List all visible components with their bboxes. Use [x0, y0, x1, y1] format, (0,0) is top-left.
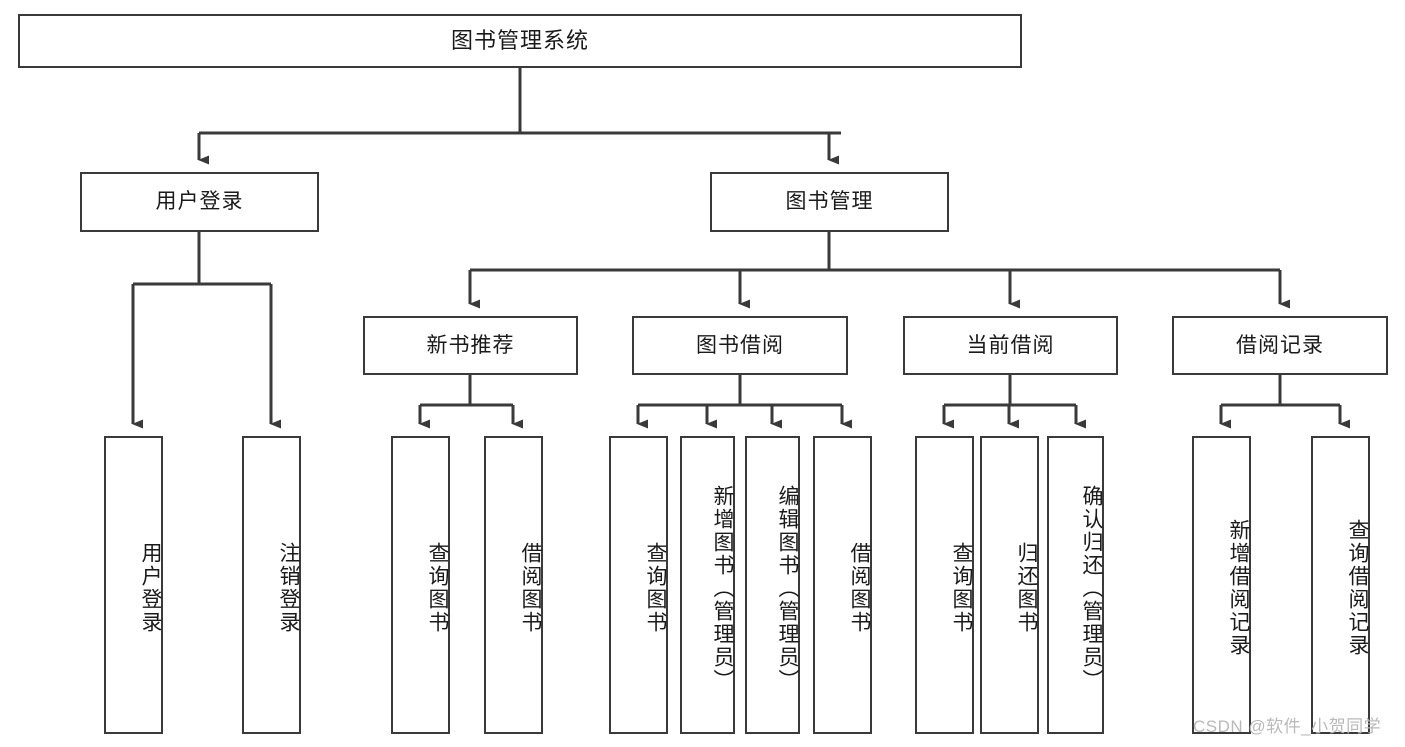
leaf-new-book-borrow-books[interactable]: 借阅图书: [484, 436, 543, 734]
leaf-current-borrow-return-books[interactable]: 归还图书: [980, 436, 1039, 734]
node-book-management-system[interactable]: 图书管理系统: [18, 14, 1022, 68]
node-label: 图书管理系统: [450, 27, 589, 53]
leaf-book-borrow-add-book-admin[interactable]: 新增图书（管理员）: [680, 436, 735, 734]
node-user-login[interactable]: 用户登录: [80, 172, 319, 232]
leaf-borrow-records-query-record[interactable]: 查询借阅记录: [1311, 436, 1370, 734]
node-label: 当前借阅: [966, 333, 1055, 357]
leaf-book-borrow-query-books[interactable]: 查询图书: [609, 436, 668, 734]
node-label: 查询图书: [644, 542, 667, 634]
leaf-current-borrow-query-books[interactable]: 查询图书: [915, 436, 974, 734]
node-label: 图书管理: [785, 190, 874, 214]
node-book-management[interactable]: 图书管理: [710, 172, 949, 232]
node-label: 查询借阅记录: [1346, 519, 1369, 657]
node-label: 新增借阅记录: [1227, 519, 1250, 657]
node-label: 用户登录: [155, 190, 244, 214]
node-label: 用户登录: [139, 542, 162, 634]
node-label: 借阅图书: [519, 542, 542, 634]
leaf-current-borrow-confirm-return-admin[interactable]: 确认归还（管理员）: [1047, 436, 1104, 734]
node-label: 编辑图书（管理员）: [776, 484, 799, 692]
node-current-borrow[interactable]: 当前借阅: [903, 316, 1118, 375]
node-label: 查询图书: [950, 542, 973, 634]
node-borrow-records[interactable]: 借阅记录: [1172, 316, 1388, 375]
node-label: 借阅图书: [848, 542, 871, 634]
node-label: 确认归还（管理员）: [1080, 484, 1103, 692]
leaf-user-login-login[interactable]: 用户登录: [104, 436, 163, 734]
node-label: 查询图书: [426, 542, 449, 634]
leaf-user-login-logout[interactable]: 注销登录: [242, 436, 301, 734]
node-label: 归还图书: [1015, 542, 1038, 634]
node-new-book-recommend[interactable]: 新书推荐: [363, 316, 578, 375]
node-label: 注销登录: [277, 542, 300, 634]
node-book-borrow[interactable]: 图书借阅: [632, 316, 848, 375]
node-label: 新书推荐: [426, 333, 515, 357]
leaf-borrow-records-add-record[interactable]: 新增借阅记录: [1192, 436, 1251, 734]
csdn-watermark: CSDN @软件_小贺同学: [1193, 717, 1382, 736]
node-label: 图书借阅: [696, 333, 784, 357]
leaf-book-borrow-borrow-books[interactable]: 借阅图书: [813, 436, 872, 734]
node-label: 新增图书（管理员）: [711, 484, 734, 692]
leaf-book-borrow-edit-book-admin[interactable]: 编辑图书（管理员）: [745, 436, 800, 734]
node-label: 借阅记录: [1236, 333, 1324, 357]
leaf-new-book-query-books[interactable]: 查询图书: [391, 436, 450, 734]
